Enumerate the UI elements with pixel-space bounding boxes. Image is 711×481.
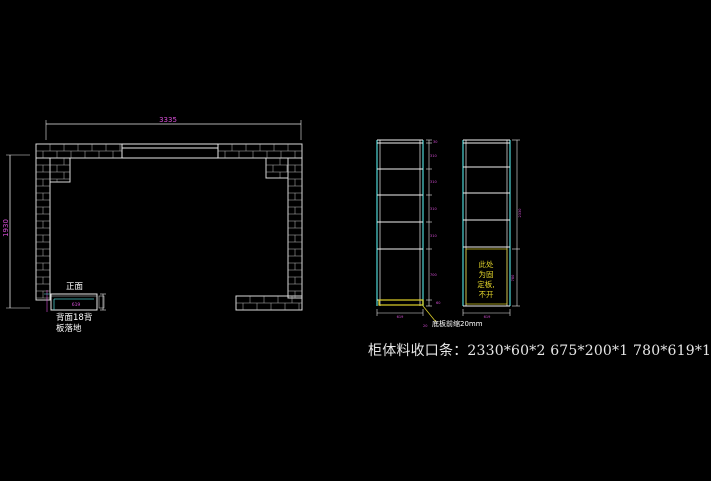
cabinet-left-shelves [377,142,423,301]
cabinet-left-base-board [378,299,424,306]
floor-plan: 3335 1930 [2,116,303,334]
shelf-dim-ticks [426,139,432,307]
cabinet-right-width-dim: 619 [484,315,491,319]
cabinet-left-base-note: 底板前缩20mm [432,319,483,328]
fixed-note-line4: 不开 [479,290,494,299]
cabinet-left-width-dim: 619 [397,315,404,319]
material-note: 柜体料收口条：2330*60*2 675*200*1 780*619*1 [368,343,711,359]
shelf-dim-6: 60 [436,301,440,305]
cabinet-elevation-right: 此处 为固 定板, 不开 2330 780 619 [462,139,522,319]
shelf-dim-1: 310 [430,154,437,158]
top-opening [121,143,219,159]
fixed-note-line2: 为固 [479,269,494,279]
plan-width-dimension: 3335 [45,116,302,140]
fixed-note-line1: 此处 [479,259,494,269]
fixed-note-line3: 定板, [477,279,494,289]
shelf-dim-2: 310 [430,180,437,184]
brick-pattern [36,144,302,310]
shelf-dim-0: 30 [433,140,437,144]
cad-drawing-canvas: 3335 1930 [2,116,711,359]
front-label: 正面 [66,282,84,292]
plan-height-dimension: 1930 [2,154,30,309]
back-note-line1: 背面18背 [56,312,93,323]
cabinet-elevation-left: 30 310 310 310 310 700 60 619 20 底板前缩20m… [376,139,483,328]
cabinet-right-shelves [463,139,510,307]
front-cabinet-dim: 619 [72,302,81,308]
cabinet-right-height-dim: 2330 [518,209,522,218]
cabinet-left-base-dim: 20 [423,324,427,328]
cabinet-left-shelf-dims: 30 310 310 310 310 700 60 [430,140,440,305]
plan-width-value: 3335 [159,116,177,124]
shelf-dim-3: 310 [430,207,437,211]
back-note-line2: 板落地 [56,323,82,334]
front-cabinet: 619 [44,290,106,312]
shelf-dim-4: 310 [430,234,437,238]
cabinet-right-lower-dim: 780 [511,275,515,282]
plan-height-value: 1930 [2,219,10,237]
fixed-panel [465,248,508,305]
base-note-leader [422,305,437,323]
cad-drawing: 3335 1930 [2,116,522,334]
shelf-dim-5: 700 [430,273,437,277]
fixed-panel-note: 此处 为固 定板, 不开 [477,259,494,299]
